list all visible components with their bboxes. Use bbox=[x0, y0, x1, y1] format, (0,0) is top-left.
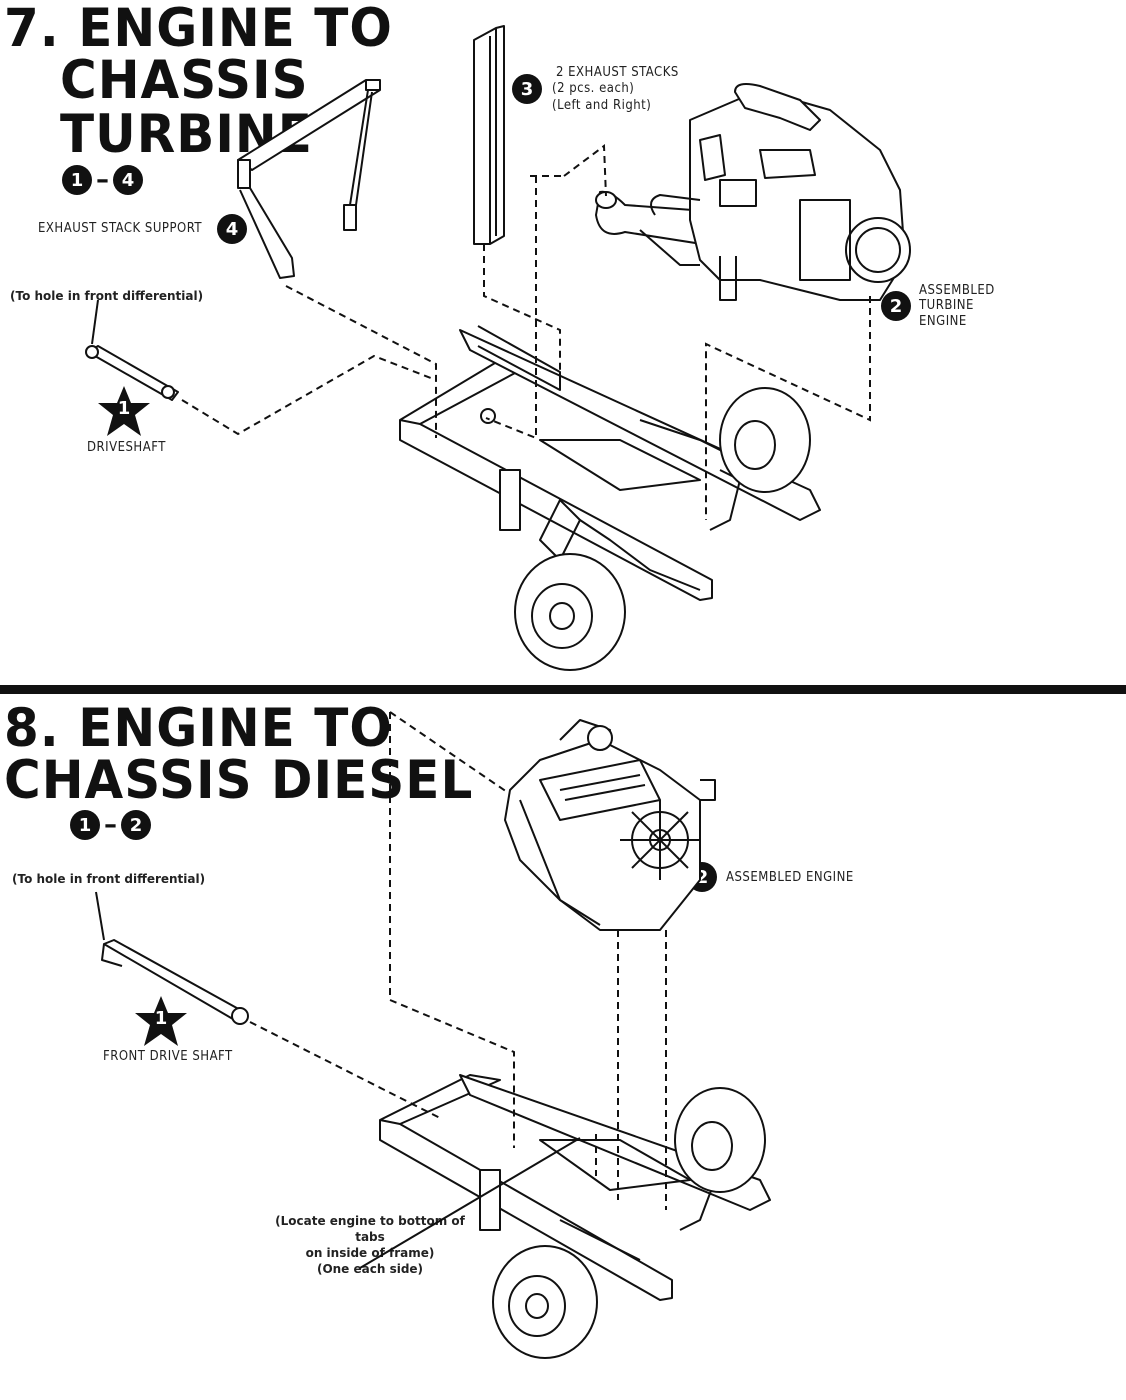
locate-note-line3: (One each side) bbox=[316, 1262, 424, 1276]
step7-title-line3: TURBINE bbox=[60, 103, 313, 165]
turbine-engine-label-2: TURBINE bbox=[919, 298, 974, 313]
exhaust-stack-support-label: EXHAUST STACK SUPPORT bbox=[38, 221, 203, 236]
range-end-badge: 4 bbox=[113, 165, 143, 195]
step7-chassis-drawing bbox=[399, 325, 821, 671]
assembled-engine-badge: 2 bbox=[687, 862, 717, 892]
exhaust-stack-drawing bbox=[473, 25, 505, 245]
assembled-engine-label: ASSEMBLED ENGINE bbox=[726, 870, 854, 885]
locate-note-line2: on inside of frame) bbox=[305, 1246, 435, 1260]
exhaust-stacks-sides: (Left and Right) bbox=[552, 98, 652, 113]
exhaust-stacks-badge: 3 bbox=[512, 74, 542, 104]
locate-engine-note: (Locate engine to bottom of tabs on insi… bbox=[262, 1213, 478, 1277]
step7-part-range: 1 – 4 bbox=[62, 165, 143, 195]
range-dash: – bbox=[96, 165, 109, 195]
driveshaft-label: DRIVESHAFT bbox=[87, 440, 166, 455]
turbine-engine-drawing bbox=[595, 83, 911, 301]
step7-title-line1: 7. ENGINE TO bbox=[4, 0, 393, 59]
range-start-badge: 1 bbox=[70, 810, 100, 840]
step8-title-line2: CHASSIS DIESEL bbox=[4, 749, 474, 811]
step8-title-line1: 8. ENGINE TO bbox=[4, 697, 393, 759]
exhaust-stack-support-badge: 4 bbox=[217, 214, 247, 244]
turbine-engine-badge: 2 bbox=[881, 291, 911, 321]
range-end-badge: 2 bbox=[121, 810, 151, 840]
section-divider bbox=[0, 685, 1126, 694]
exhaust-stacks-label: 2 EXHAUST STACKS bbox=[556, 65, 679, 80]
range-dash: – bbox=[104, 810, 117, 840]
exhaust-stacks-qty: (2 pcs. each) bbox=[552, 81, 635, 96]
diesel-engine-drawing bbox=[504, 719, 716, 931]
turbine-engine-label-3: ENGINE bbox=[919, 314, 967, 329]
front-drive-shaft-num: 1 bbox=[154, 1008, 168, 1029]
front-drive-shaft-note: (To hole in front differential) bbox=[12, 872, 206, 886]
locate-note-line1: (Locate engine to bottom of tabs bbox=[275, 1214, 465, 1244]
front-drive-shaft-star-badge: 1 bbox=[133, 994, 189, 1050]
front-drive-shaft-label: FRONT DRIVE SHAFT bbox=[103, 1049, 233, 1064]
step7-title-line2: CHASSIS bbox=[60, 49, 309, 111]
step8-part-range: 1 – 2 bbox=[70, 810, 151, 840]
range-start-badge: 1 bbox=[62, 165, 92, 195]
turbine-engine-label-1: ASSEMBLED bbox=[919, 283, 995, 298]
driveshaft-note: (To hole in front differential) bbox=[10, 289, 204, 303]
driveshaft-num: 1 bbox=[117, 398, 131, 419]
star-badge-icon bbox=[98, 386, 150, 436]
driveshaft-star-badge: 1 bbox=[96, 384, 152, 440]
